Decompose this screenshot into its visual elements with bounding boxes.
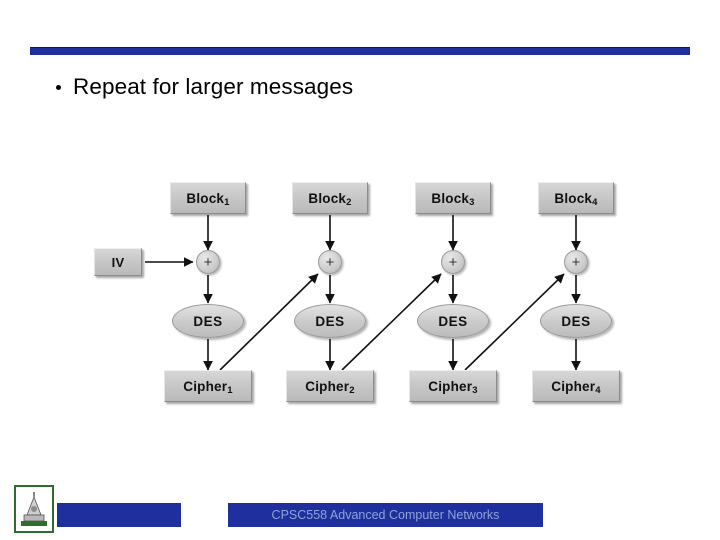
xor-node-2: + — [318, 250, 342, 274]
university-logo-icon — [14, 485, 54, 533]
cipher-label-2: Cipher — [305, 378, 350, 394]
des-label-4: DES — [561, 313, 591, 329]
des-node-1: DES — [172, 304, 244, 338]
xor-symbol-3: + — [448, 253, 458, 271]
xor-node-1: + — [196, 250, 220, 274]
des-label-3: DES — [438, 313, 468, 329]
bullet-icon — [56, 84, 61, 90]
cipher-sub-2: 2 — [349, 384, 355, 396]
cipher-sub-1: 1 — [227, 384, 233, 396]
des-node-3: DES — [417, 304, 489, 338]
cipher-label-3: Cipher — [428, 378, 473, 394]
top-divider-rule — [30, 47, 690, 55]
xor-node-4: + — [564, 250, 588, 274]
block-sub-2: 2 — [346, 196, 352, 208]
des-node-2: DES — [294, 304, 366, 338]
page-title-text: Repeat for larger messages — [73, 74, 354, 99]
xor-node-3: + — [441, 250, 465, 274]
block-sub-1: 1 — [224, 196, 230, 208]
diagram-connectors — [145, 215, 581, 371]
block-label-3: Block — [431, 190, 470, 206]
block-sub-3: 3 — [469, 196, 475, 208]
footer-bar-center: CPSC558 Advanced Computer Networks — [228, 503, 543, 527]
cipher-sub-3: 3 — [472, 384, 478, 396]
page-title: Repeat for larger messages — [46, 70, 666, 104]
footer-text: CPSC558 Advanced Computer Networks — [271, 508, 500, 522]
iv-box: IV — [94, 248, 142, 276]
cipher-label-4: Cipher — [551, 378, 596, 394]
cipher-sub-4: 4 — [595, 384, 601, 396]
des-label-1: DES — [193, 313, 223, 329]
block-label-1: Block — [186, 190, 225, 206]
block-label-2: Block — [308, 190, 347, 206]
footer-bar-left — [57, 503, 181, 527]
block-label-4: Block — [554, 190, 593, 206]
des-label-2: DES — [315, 313, 345, 329]
xor-symbol-4: + — [571, 253, 581, 271]
iv-label: IV — [111, 254, 125, 270]
cipher-label-1: Cipher — [183, 378, 228, 394]
des-node-4: DES — [540, 304, 612, 338]
block-sub-4: 4 — [592, 196, 598, 208]
xor-symbol-1: + — [203, 253, 213, 271]
xor-symbol-2: + — [325, 253, 335, 271]
